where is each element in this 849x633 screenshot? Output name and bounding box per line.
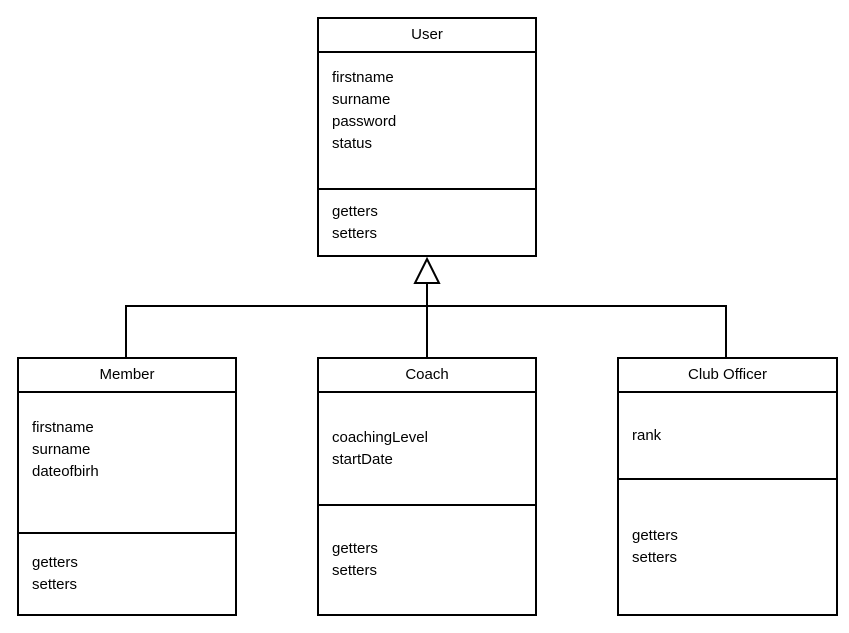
class-title: Member [19, 359, 235, 393]
attribute: firstname [332, 69, 394, 86]
class-attributes: firstname surname password status [319, 53, 535, 190]
attribute: surname [332, 91, 391, 108]
class-methods: getters setters [319, 190, 535, 255]
class-title: Coach [319, 359, 535, 393]
class-attributes: coachingLevel startDate [319, 393, 535, 506]
class-attributes: firstname surname dateofbirh [19, 393, 235, 534]
attribute: rank [632, 426, 662, 444]
attribute: password [332, 113, 397, 130]
class-box-club-officer[interactable]: Club Officer rank getters setters [617, 357, 838, 616]
attribute: surname [32, 441, 91, 458]
method: getters [332, 540, 378, 557]
class-box-coach[interactable]: Coach coachingLevel startDate getters se… [317, 357, 537, 616]
attribute: startDate [332, 450, 393, 468]
inheritance-triangle-icon [413, 256, 441, 284]
class-title: Club Officer [619, 359, 836, 393]
attribute: status [332, 135, 373, 152]
class-methods: getters setters [319, 506, 535, 614]
class-box-member[interactable]: Member firstname surname dateofbirh gett… [17, 357, 237, 616]
class-methods: getters setters [619, 480, 836, 614]
class-box-user[interactable]: User firstname surname password status g… [317, 17, 537, 257]
method: getters [632, 527, 678, 544]
class-title: User [319, 19, 535, 53]
method: getters [32, 554, 78, 571]
method: setters [332, 562, 378, 579]
attribute: firstname [32, 419, 94, 436]
attribute: coachingLevel [332, 428, 428, 446]
method: setters [632, 549, 678, 566]
attribute: dateofbirh [32, 463, 99, 480]
method: getters [332, 202, 378, 220]
method: setters [32, 576, 78, 593]
class-attributes: rank [619, 393, 836, 480]
class-methods: getters setters [19, 534, 235, 614]
method: setters [332, 224, 378, 242]
